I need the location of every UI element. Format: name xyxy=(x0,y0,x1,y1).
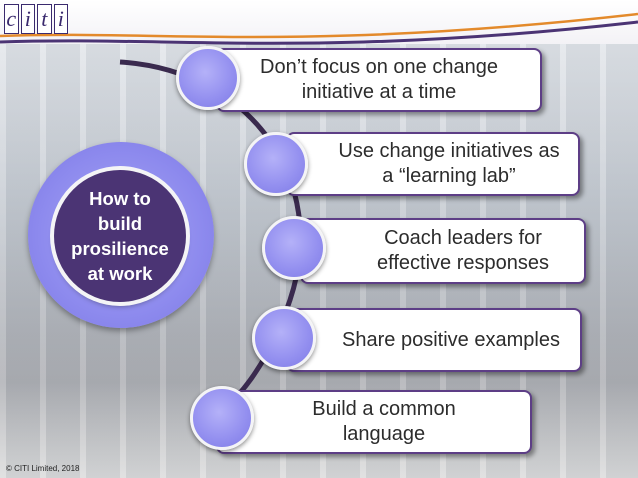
logo-letter: t xyxy=(37,4,52,34)
step-label-1: Don’t focus on one change initiative at … xyxy=(260,56,498,103)
hub-circle: How to build prosilience at work xyxy=(54,170,186,302)
step-label-2: Use change initiatives as a “learning la… xyxy=(338,140,560,187)
logo-letter: i xyxy=(53,4,68,34)
step-box-1: Don’t focus on one change initiative at … xyxy=(216,48,542,112)
step-box-3: Coach leaders for effective responses xyxy=(300,218,586,284)
logo-letter: i xyxy=(20,4,35,34)
step-bullet-4 xyxy=(252,306,316,370)
step-label-4: Share positive examples xyxy=(342,328,560,351)
step-label-5: Build a common language xyxy=(312,398,456,445)
logo-letter: c xyxy=(4,4,19,34)
step-bullet-1 xyxy=(176,46,240,110)
step-label-3: Coach leaders for effective responses xyxy=(377,227,549,274)
hub-title: How to build prosilience at work xyxy=(71,188,169,284)
copyright-text: © CITI Limited, 2018 xyxy=(6,464,80,473)
step-box-2: Use change initiatives as a “learning la… xyxy=(286,132,580,196)
step-bullet-3 xyxy=(262,216,326,280)
step-box-4: Share positive examples xyxy=(286,308,582,372)
header-swoosh xyxy=(0,12,638,45)
citi-logo: c i t i xyxy=(4,4,68,34)
step-bullet-5 xyxy=(190,386,254,450)
step-bullet-2 xyxy=(244,132,308,196)
step-box-5: Build a common language xyxy=(216,390,532,454)
